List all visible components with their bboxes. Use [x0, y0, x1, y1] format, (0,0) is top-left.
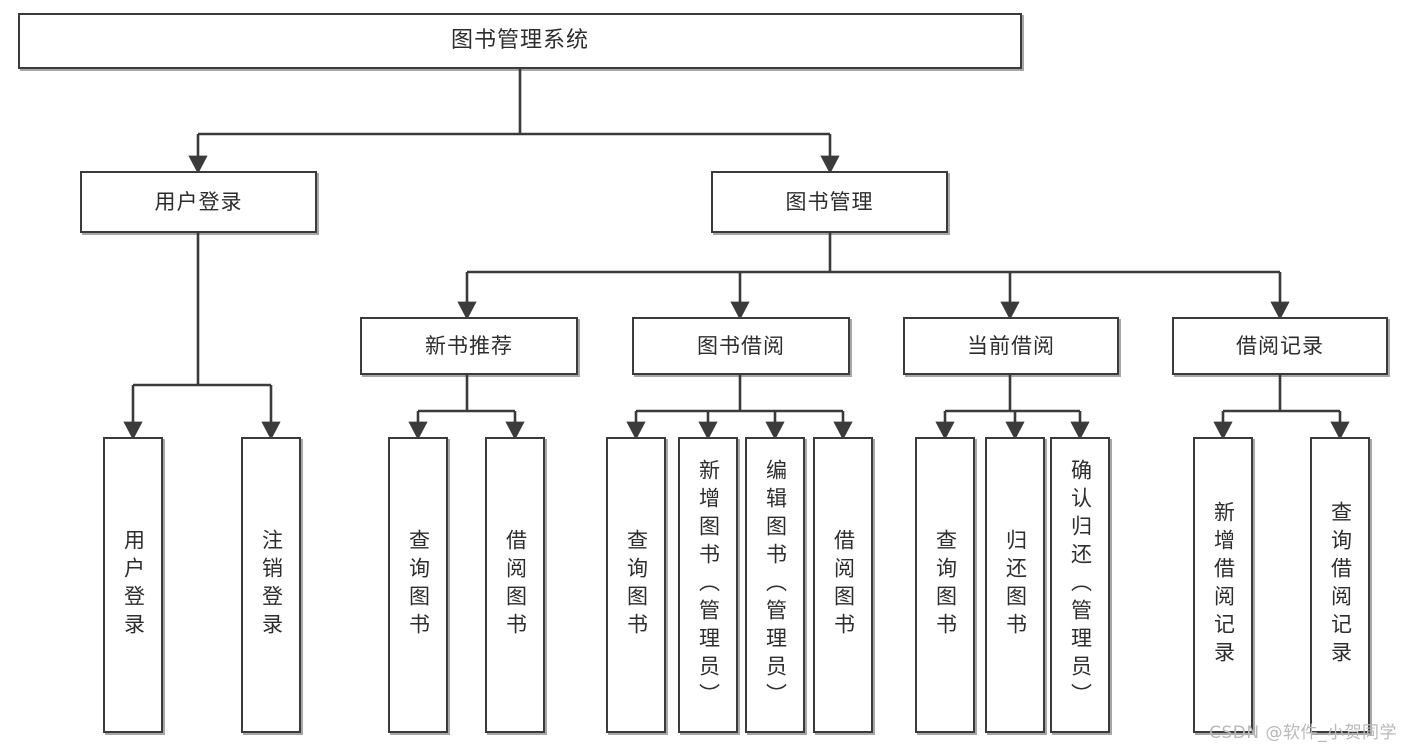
node-leaf-edit-book-admin[interactable]: 编辑图书（管理员）: [745, 437, 805, 733]
node-leaf-return-book[interactable]: 归还图书: [985, 437, 1045, 733]
node-leaf-query-book-2[interactable]: 查询图书: [606, 437, 666, 733]
node-label: 查询图书: [624, 529, 649, 641]
node-label: 查询图书: [933, 529, 958, 641]
node-label: 新增图书（管理员）: [696, 459, 721, 711]
node-label: 新增借阅记录: [1211, 501, 1236, 669]
node-label: 注销登录: [259, 529, 284, 641]
node-label: 查询借阅记录: [1328, 501, 1353, 669]
node-root-system[interactable]: 图书管理系统: [18, 13, 1022, 69]
node-label: 用户登录: [154, 189, 243, 214]
node-leaf-query-book-1[interactable]: 查询图书: [388, 437, 448, 733]
node-leaf-logout[interactable]: 注销登录: [241, 437, 301, 733]
node-label: 查询图书: [406, 529, 431, 641]
node-label: 用户登录: [121, 529, 146, 641]
node-label: 归还图书: [1003, 529, 1028, 641]
node-new-book-recommend[interactable]: 新书推荐: [360, 317, 578, 375]
watermark-text: CSDN @软件_小贺同学: [1209, 723, 1397, 743]
node-book-manage[interactable]: 图书管理: [711, 171, 948, 233]
node-leaf-query-borrow-record[interactable]: 查询借阅记录: [1310, 437, 1370, 733]
node-leaf-query-book-3[interactable]: 查询图书: [915, 437, 975, 733]
node-label: 借阅图书: [831, 529, 856, 641]
node-label: 图书借阅: [697, 333, 785, 358]
node-leaf-add-borrow-record[interactable]: 新增借阅记录: [1193, 437, 1253, 733]
node-current-borrow[interactable]: 当前借阅: [903, 317, 1119, 375]
node-borrow-record[interactable]: 借阅记录: [1172, 317, 1388, 375]
node-leaf-add-book-admin[interactable]: 新增图书（管理员）: [678, 437, 738, 733]
node-leaf-confirm-return-admin[interactable]: 确认归还（管理员）: [1050, 437, 1110, 733]
node-label: 新书推荐: [425, 333, 513, 358]
node-leaf-borrow-book-2[interactable]: 借阅图书: [813, 437, 873, 733]
node-book-borrow[interactable]: 图书借阅: [632, 317, 850, 375]
node-leaf-user-login[interactable]: 用户登录: [103, 437, 163, 733]
node-label: 当前借阅: [967, 333, 1055, 358]
node-label: 编辑图书（管理员）: [763, 459, 788, 711]
node-label: 确认归还（管理员）: [1068, 459, 1093, 711]
node-user-login[interactable]: 用户登录: [80, 171, 317, 233]
node-label: 借阅图书: [503, 529, 528, 641]
node-label: 借阅记录: [1236, 333, 1324, 358]
node-label: 图书管理系统: [450, 28, 589, 54]
node-label: 图书管理: [785, 189, 874, 214]
node-leaf-borrow-book-1[interactable]: 借阅图书: [485, 437, 545, 733]
